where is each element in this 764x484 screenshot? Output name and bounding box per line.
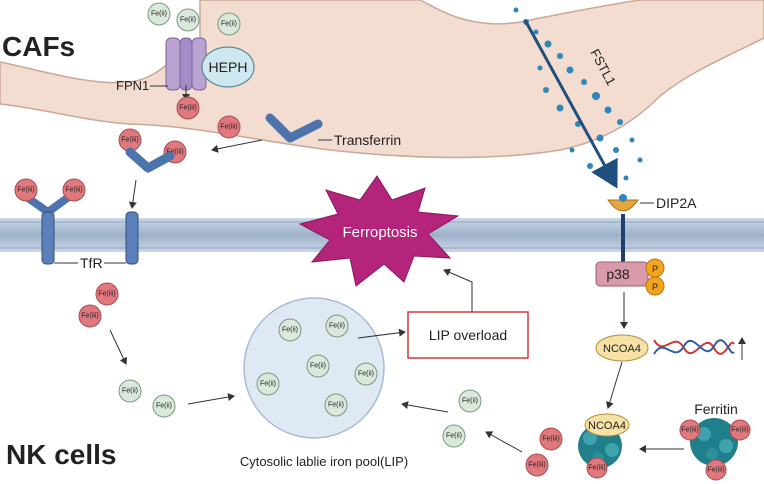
svg-text:Fe(iii): Fe(iii) bbox=[98, 291, 116, 298]
ncoa4-protein bbox=[595, 334, 649, 362]
fe2-ion: Fe(ii) bbox=[354, 362, 378, 386]
svg-text:Fe(iii): Fe(iii) bbox=[588, 465, 606, 472]
fe2-ion: Fe(ii) bbox=[256, 372, 280, 396]
svg-text:Fe(iii): Fe(iii) bbox=[731, 427, 749, 434]
fe3-ion: Fe(iii) bbox=[525, 453, 549, 477]
fe2-ion: Fe(ii) bbox=[442, 424, 466, 448]
heph-label: HEPH bbox=[209, 59, 248, 75]
overload-to-ferroptosis-arrow bbox=[443, 268, 473, 312]
transferrin-protein bbox=[265, 113, 323, 143]
transferrin-label: Transferrin bbox=[334, 132, 401, 148]
fe3-ion: Fe(iii) bbox=[176, 96, 200, 120]
svg-text:Fe(iii): Fe(iii) bbox=[707, 467, 725, 474]
svg-text:Fe(iii): Fe(iii) bbox=[81, 313, 99, 320]
fe2-ion: Fe(ii) bbox=[147, 2, 171, 26]
fe2-ion: Fe(ii) bbox=[458, 389, 482, 413]
heph-protein bbox=[201, 46, 255, 88]
svg-text:Fe(ii): Fe(ii) bbox=[446, 433, 462, 440]
svg-text:Fe(iii): Fe(iii) bbox=[65, 187, 83, 194]
svg-text:Fe(ii): Fe(ii) bbox=[122, 388, 138, 395]
fe2-ion: Fe(ii) bbox=[325, 314, 349, 338]
fe2-ion: Fe(ii) bbox=[118, 379, 142, 403]
svg-text:Fe(iii): Fe(iii) bbox=[220, 124, 238, 131]
svg-text:Fe(iii): Fe(iii) bbox=[179, 105, 197, 112]
dna-helix-icon bbox=[653, 339, 735, 355]
fe3-ion: Fe(iii) bbox=[679, 419, 701, 441]
svg-text:Fe(ii): Fe(ii) bbox=[151, 11, 167, 18]
fe3-ion: Fe(iii) bbox=[95, 282, 119, 306]
ferroptosis-burst bbox=[298, 175, 460, 287]
svg-text:Fe(iii): Fe(iii) bbox=[166, 149, 184, 156]
svg-text:Fe(iii): Fe(iii) bbox=[542, 436, 560, 443]
phospho-group bbox=[645, 276, 665, 296]
holo-transferrin bbox=[125, 147, 175, 173]
lip-overload-box bbox=[407, 311, 529, 359]
ncoa4-label: NCOA4 bbox=[603, 343, 641, 355]
svg-text:Fe(iii): Fe(iii) bbox=[528, 462, 546, 469]
fe3-ion: Fe(iii) bbox=[705, 459, 727, 481]
fe2-ion: Fe(ii) bbox=[306, 354, 330, 378]
lip-pool-label: Cytosolic lablie iron pool(LIP) bbox=[240, 454, 408, 469]
svg-text:Fe(iii): Fe(iii) bbox=[121, 137, 139, 144]
phospho-label: P bbox=[652, 264, 658, 274]
fe2-ion: Fe(ii) bbox=[324, 393, 348, 417]
fe2-ion: Fe(ii) bbox=[176, 8, 200, 32]
dip2a-receptor bbox=[607, 194, 639, 270]
ncoa4-complex-label: NCOA4 bbox=[588, 420, 626, 432]
nk-cells-label: NK cells bbox=[6, 439, 117, 470]
ferritin-label: Ferritin bbox=[694, 401, 738, 417]
fstl1-arrow bbox=[523, 19, 618, 189]
svg-text:Fe(iii): Fe(iii) bbox=[681, 427, 699, 434]
svg-text:Fe(ii): Fe(ii) bbox=[282, 327, 298, 334]
fe3-ion: Fe(iii) bbox=[729, 419, 751, 441]
svg-text:Fe(ii): Fe(ii) bbox=[260, 381, 276, 388]
svg-text:Fe(ii): Fe(ii) bbox=[329, 323, 345, 330]
svg-text:Fe(ii): Fe(ii) bbox=[358, 371, 374, 378]
fe2-ion: Fe(ii) bbox=[278, 318, 302, 342]
svg-text:Fe(ii): Fe(ii) bbox=[462, 398, 478, 405]
tfr-receptor-right bbox=[125, 211, 139, 265]
fe3-ion: Fe(iii) bbox=[539, 427, 563, 451]
p38-label: p38 bbox=[606, 266, 630, 282]
fpn1-label: FPN1 bbox=[116, 78, 149, 93]
tfr-label: TfR bbox=[80, 255, 103, 271]
fe3-ion: Fe(iii) bbox=[62, 178, 86, 202]
fe2-ion: Fe(ii) bbox=[152, 394, 176, 418]
svg-text:Fe(iii): Fe(iii) bbox=[17, 187, 35, 194]
fe2-ion: Fe(ii) bbox=[217, 12, 241, 36]
phospho-label: P bbox=[652, 282, 658, 292]
fpn1-transporter bbox=[165, 37, 207, 101]
svg-text:Fe(ii): Fe(ii) bbox=[328, 402, 344, 409]
fe3-ion: Fe(iii) bbox=[14, 178, 38, 202]
svg-text:Fe(ii): Fe(ii) bbox=[156, 403, 172, 410]
tfr-receptor-left bbox=[24, 192, 74, 265]
svg-text:Fe(ii): Fe(ii) bbox=[310, 363, 326, 370]
cafs-label: CAFs bbox=[2, 31, 75, 62]
svg-text:Fe(ii): Fe(ii) bbox=[180, 17, 196, 24]
dip2a-label: DIP2A bbox=[656, 195, 697, 211]
fe3-ion: Fe(iii) bbox=[586, 457, 608, 479]
ferritin-ncoa4-complex bbox=[578, 413, 630, 468]
ferroptosis-label: Ferroptosis bbox=[342, 224, 417, 241]
fe3-ion: Fe(iii) bbox=[78, 304, 102, 328]
ferritin-protein bbox=[690, 418, 738, 466]
fe3-ion: Fe(iii) bbox=[217, 115, 241, 139]
svg-text:Fe(ii): Fe(ii) bbox=[221, 21, 237, 28]
lip-overload-label: LIP overload bbox=[429, 327, 507, 343]
